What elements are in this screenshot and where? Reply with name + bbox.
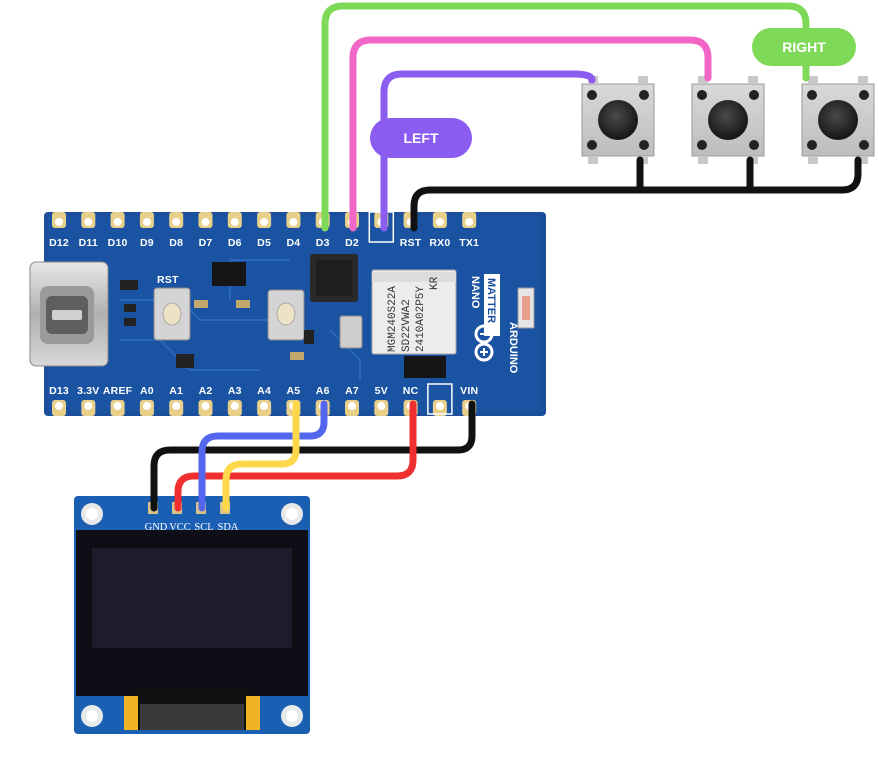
top-pin-label: D7 [199,237,213,249]
top-pin-label: D2 [345,237,359,249]
bottom-pin-label: A7 [345,385,359,397]
user-button-icon [267,289,305,341]
bottom-pin-label: D13 [49,385,69,397]
bottom-pin-pad [227,400,242,416]
wire-d3-to-button-2 [349,36,712,232]
bottom-pin-pad [427,383,453,416]
top-pin-label: D11 [79,237,98,249]
bottom-pin-pad [374,400,389,416]
bottom-pin-label: AREF [103,385,133,397]
top-pin-label: D4 [286,237,300,249]
bottom-pin-label: A5 [286,385,300,397]
top-pin-label: D6 [228,237,242,249]
board-name-line-2: MATTER [485,278,497,323]
top-pin-label: D3 [316,237,330,249]
bottom-pin-pad [198,400,213,416]
push-button-3 [801,76,875,164]
label-left-badge: LEFT [370,118,472,158]
wire-d4-to-button-3 [321,2,810,232]
push-button-2 [691,76,765,164]
bottom-pin-pad [345,400,359,416]
mcu-chip [310,254,358,302]
bottom-pin-label: A3 [228,385,242,397]
bottom-pin-label: A6 [316,385,330,397]
wire-a5-to-oled-scl [198,400,328,512]
rst-button-icon [153,287,191,341]
oled-pin-label: SCL [194,522,213,533]
top-pin-label: D8 [169,237,183,249]
top-pin-pad [462,212,477,228]
board-name-line-1: NANO [469,276,481,309]
wireless-module: MGM240S22A SD22VWA2 2410A02P5Y KR [371,269,457,355]
bottom-pin-pad [139,400,154,416]
bottom-pin-label: A2 [199,385,213,397]
top-pin-pad [81,212,96,228]
module-text-line-1: MGM240S22A [387,286,399,352]
bottom-pin-pad [257,400,272,416]
bottom-pin-pad [169,400,184,416]
module-text-line-3: 2410A02P5Y [415,286,427,352]
top-pin-pad [169,212,184,228]
push-button-1 [581,76,655,164]
wires [150,2,862,512]
oled-pin-label: VCC [169,522,191,533]
top-pin-pad [227,212,242,228]
top-pin-label: RST [400,237,422,249]
label-right-text: RIGHT [782,39,826,55]
bottom-pin-pad [81,400,96,416]
top-pin-pad [198,212,213,228]
wire-gnd-to-buttons [410,156,862,232]
top-pin-pad [286,212,301,228]
rst-label: RST [157,274,179,286]
top-pin-label: RX0 [429,237,450,249]
bottom-pin-label: VIN [460,385,478,397]
bottom-pin-label: NC [403,385,419,397]
bottom-pin-label: A0 [140,385,154,397]
brand-label: ARDUINO [507,322,519,374]
bottom-pin-label: 5V [375,385,388,397]
top-pin-label: D9 [140,237,154,249]
bottom-pin-label: A4 [257,385,271,397]
bottom-pin-label: A1 [169,385,183,397]
bottom-pin-label: 3.3V [77,385,99,397]
infinity-logo-icon [474,324,494,362]
label-left-text: LEFT [404,130,439,146]
top-pin-pad [139,212,154,228]
module-text-line-4: KR [429,276,441,290]
bottom-pin-pad [52,400,66,416]
wire-5v-to-oled-vcc [174,400,417,512]
usb-c-connector-icon [29,261,109,367]
bottom-pin-pad [110,400,125,416]
top-pin-pad [432,212,447,228]
wire-d2-to-button-1 [380,70,596,232]
label-right-badge: RIGHT [752,28,856,66]
top-pin-pad [110,212,125,228]
wire-gnd-to-oled [150,400,476,512]
top-pin-pad [52,212,66,228]
arduino-nano-matter-board: RST MGM240S22A SD22VW [29,211,546,416]
oled-pin-label: GND [145,522,168,533]
top-pin-pad [257,212,272,228]
top-pin-label: D5 [257,237,271,249]
top-pin-label: D10 [108,237,128,249]
top-pin-label: D12 [49,237,69,249]
oled-pin-label: SDA [217,522,238,533]
top-pin-label: TX1 [459,237,479,249]
wire-a4-to-oled-sda [222,400,300,512]
module-text-line-2: SD22VWA2 [401,299,413,352]
